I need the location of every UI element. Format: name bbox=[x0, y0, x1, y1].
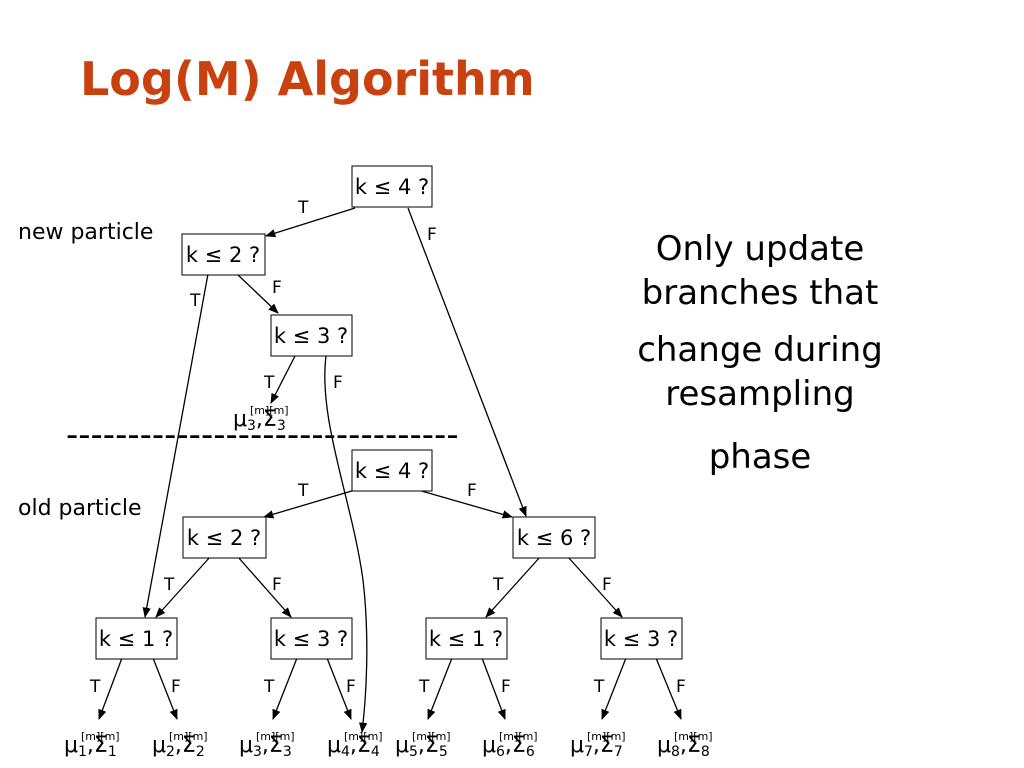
svg-text:μ3,Σ3: μ3,Σ3 bbox=[233, 407, 286, 434]
edge-label-f: F bbox=[467, 481, 477, 501]
edge-new-k2-k3 bbox=[236, 273, 279, 314]
node-old-k3a: k ≤ 3 ? bbox=[270, 617, 353, 660]
svg-text:[m][m]: [m][m] bbox=[81, 730, 120, 743]
edge-new-k2-old-k1a bbox=[142, 273, 209, 619]
edge-label-f: F bbox=[171, 677, 181, 697]
note-line-1: Only update bbox=[655, 229, 865, 269]
edge-k1b-l5 bbox=[427, 657, 453, 720]
svg-text:[m][m]: [m][m] bbox=[587, 730, 626, 743]
edge-label-f: F bbox=[602, 575, 612, 595]
edge-old-k2-k3a bbox=[237, 556, 292, 618]
edge-k3a-l4 bbox=[326, 657, 352, 720]
node-new-k3: k ≤ 3 ? bbox=[270, 314, 353, 357]
svg-text:μ7,Σ7: μ7,Σ7 bbox=[570, 733, 623, 760]
note-line-3: change during bbox=[637, 330, 883, 371]
edge-old-k2-k1a bbox=[155, 556, 211, 618]
svg-text:[m][m]: [m][m] bbox=[256, 730, 295, 743]
edge-old-root-k2 bbox=[263, 489, 356, 519]
edge-new-k3-leaf3 bbox=[270, 355, 296, 404]
edge-label-t: T bbox=[263, 677, 275, 697]
svg-text:μ1,Σ1: μ1,Σ1 bbox=[64, 733, 117, 760]
svg-text:[m][m]: [m][m] bbox=[499, 730, 538, 743]
node-old-k2: k ≤ 2 ? bbox=[182, 516, 267, 559]
svg-text:k ≤ 4 ?: k ≤ 4 ? bbox=[355, 175, 429, 199]
edge-k3a-l3 bbox=[272, 657, 298, 720]
edge-label-t: T bbox=[492, 575, 504, 595]
edge-label-t: T bbox=[418, 677, 430, 697]
svg-text:[m][m]: [m][m] bbox=[344, 730, 383, 743]
note-line-2: branches that bbox=[641, 272, 879, 313]
svg-text:μ3,Σ3: μ3,Σ3 bbox=[239, 733, 292, 760]
leaf-1: μ1,Σ1 [m][m] bbox=[64, 730, 120, 760]
svg-text:[m][m]: [m][m] bbox=[250, 404, 289, 417]
edge-new-root-old-k6 bbox=[407, 207, 527, 517]
note-line-5: phase bbox=[708, 437, 812, 478]
leaf-8: μ8,Σ8 [m][m] bbox=[657, 730, 713, 760]
edge-old-root-k6 bbox=[417, 489, 513, 519]
edge-label-f: F bbox=[676, 677, 686, 697]
edge-k1a-l2 bbox=[152, 657, 178, 720]
edge-label-t: T bbox=[163, 575, 175, 595]
edge-label-f: F bbox=[272, 278, 282, 298]
svg-text:k ≤ 1 ?: k ≤ 1 ? bbox=[429, 627, 503, 651]
edge-old-k6-k1b bbox=[485, 556, 541, 618]
node-old-k1a: k ≤ 1 ? bbox=[95, 617, 178, 660]
node-old-root: k ≤ 4 ? bbox=[351, 449, 433, 492]
svg-text:μ8,Σ8: μ8,Σ8 bbox=[657, 733, 710, 760]
edge-label-t: T bbox=[593, 677, 605, 697]
edge-k3b-l7 bbox=[601, 657, 627, 720]
svg-text:μ4,Σ4: μ4,Σ4 bbox=[327, 733, 380, 760]
leaf-3: μ3,Σ3 [m][m] bbox=[239, 730, 295, 760]
node-old-k6: k ≤ 6 ? bbox=[512, 516, 596, 559]
leaf-7: μ7,Σ7 [m][m] bbox=[570, 730, 626, 760]
edge-new-k3-leaf4 bbox=[324, 355, 368, 734]
edge-label-t: T bbox=[189, 291, 201, 311]
svg-text:k ≤ 2 ?: k ≤ 2 ? bbox=[187, 526, 261, 550]
edge-label-f: F bbox=[333, 373, 343, 393]
svg-text:k ≤ 3 ?: k ≤ 3 ? bbox=[274, 627, 348, 651]
svg-text:k ≤ 3 ?: k ≤ 3 ? bbox=[604, 627, 678, 651]
edge-k3b-l8 bbox=[655, 657, 682, 720]
edge-k1b-l6 bbox=[481, 657, 506, 720]
edge-label-f: F bbox=[501, 677, 511, 697]
slide-title: Log(M) Algorithm bbox=[80, 52, 535, 106]
svg-text:μ5,Σ5: μ5,Σ5 bbox=[395, 733, 448, 760]
leaf-2: μ2,Σ2 [m][m] bbox=[152, 730, 208, 760]
edge-label-t: T bbox=[297, 481, 309, 501]
old-particle-label: old particle bbox=[18, 496, 142, 521]
note-line-4: resampling bbox=[665, 373, 855, 414]
edge-label-f: F bbox=[346, 677, 356, 697]
node-old-k1b: k ≤ 1 ? bbox=[425, 617, 508, 660]
edge-label-t: T bbox=[263, 373, 275, 393]
edge-new-root-k2 bbox=[265, 207, 356, 238]
svg-text:k ≤ 3 ?: k ≤ 3 ? bbox=[274, 324, 348, 348]
edge-label-t: T bbox=[297, 198, 309, 218]
leaf-4: μ4,Σ4 [m][m] bbox=[327, 730, 383, 760]
node-old-k3b: k ≤ 3 ? bbox=[600, 617, 683, 660]
svg-text:k ≤ 2 ?: k ≤ 2 ? bbox=[186, 243, 260, 267]
note-text: Only update branches that change during … bbox=[600, 228, 920, 480]
svg-text:k ≤ 6 ?: k ≤ 6 ? bbox=[517, 526, 591, 550]
node-new-k2: k ≤ 2 ? bbox=[181, 233, 266, 276]
leaf-new-3: μ3,Σ3 [m][m] bbox=[233, 404, 289, 434]
svg-text:k ≤ 4 ?: k ≤ 4 ? bbox=[355, 459, 429, 483]
edge-old-k6-k3b bbox=[567, 556, 623, 618]
svg-text:[m][m]: [m][m] bbox=[674, 730, 713, 743]
leaf-5: μ5,Σ5 [m][m] bbox=[395, 730, 451, 760]
svg-text:[m][m]: [m][m] bbox=[412, 730, 451, 743]
edge-k1a-l1 bbox=[98, 657, 123, 720]
svg-text:μ2,Σ2: μ2,Σ2 bbox=[152, 733, 205, 760]
edge-label-f: F bbox=[272, 575, 282, 595]
svg-text:μ6,Σ6: μ6,Σ6 bbox=[482, 733, 535, 760]
new-particle-label: new particle bbox=[18, 220, 154, 245]
node-new-root: k ≤ 4 ? bbox=[351, 165, 433, 208]
svg-text:k ≤ 1 ?: k ≤ 1 ? bbox=[99, 627, 173, 651]
leaf-6: μ6,Σ6 [m][m] bbox=[482, 730, 538, 760]
divider-line: -------------------------------- bbox=[66, 415, 459, 455]
svg-text:[m][m]: [m][m] bbox=[169, 730, 208, 743]
edge-label-t: T bbox=[89, 677, 101, 697]
edge-label-f: F bbox=[427, 225, 437, 245]
